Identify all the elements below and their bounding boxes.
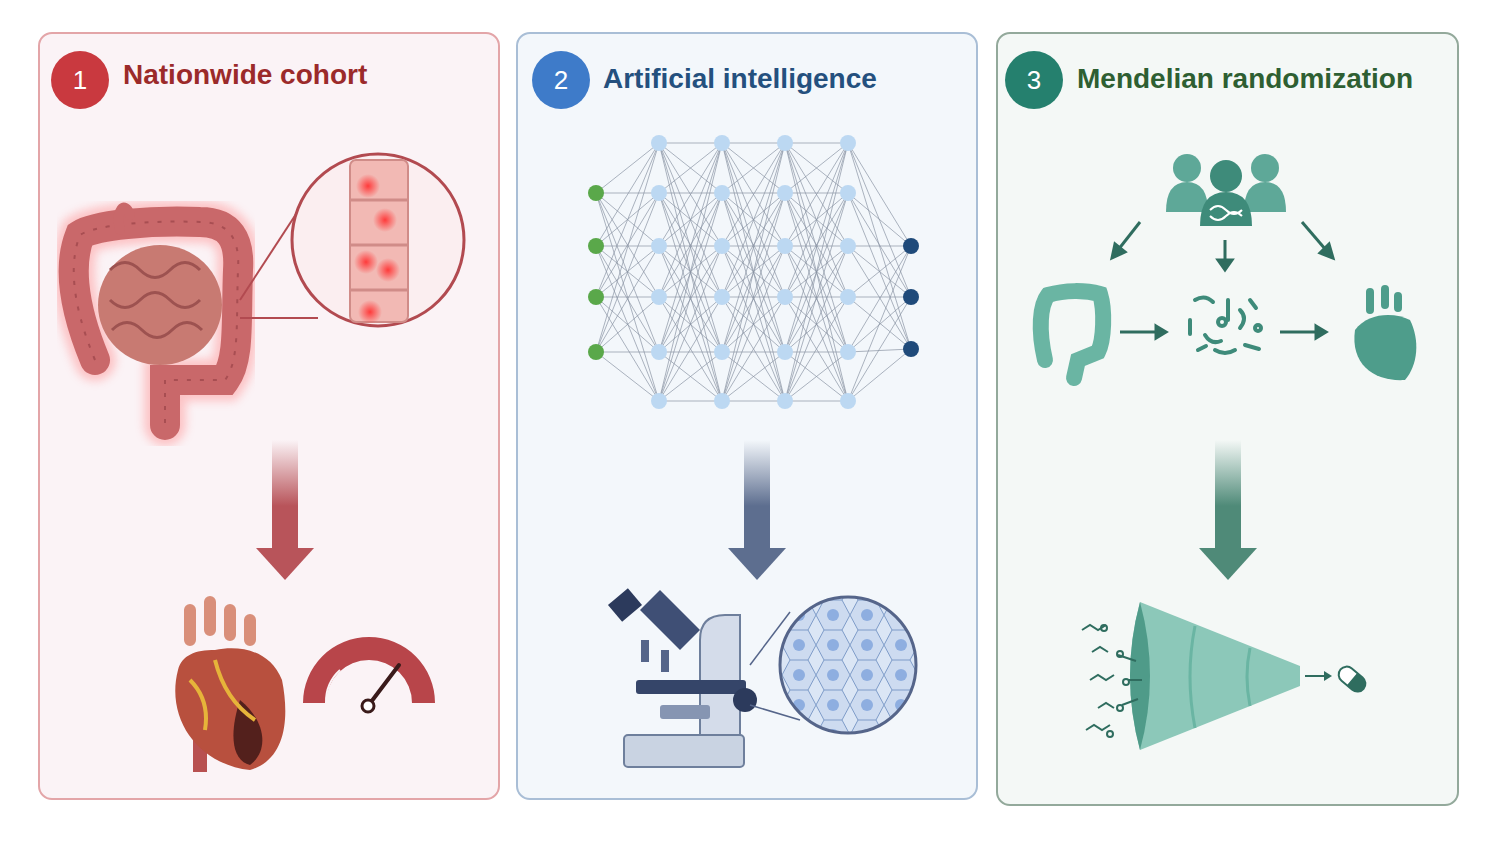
population-icon [1166,154,1286,226]
down-arrow [256,440,314,580]
step-number-badge: 1 [51,51,109,109]
down-arrow [728,440,786,580]
heart-figure [175,602,285,772]
panel-title: Mendelian randomization [1077,63,1413,95]
step-number-badge: 3 [1005,51,1063,109]
gauge-symbol [303,637,435,712]
panel-title: Artificial intelligence [603,63,877,95]
microscope-figure [608,588,916,767]
screening-funnel [1082,602,1369,750]
down-arrow [1199,440,1257,580]
intestine-figure [74,154,464,425]
callout-number: 1 [73,65,87,96]
step-number-badge: 2 [532,51,590,109]
arrow [1112,222,1333,338]
heart-icon [1354,289,1416,380]
panel-title: Nationwide cohort [123,59,367,91]
section-panel: Nationwide cohort 1 [38,32,500,800]
neural-network [588,135,919,409]
microbiome-icon [1190,297,1261,353]
section-panel: Mendelian randomization 3 [996,32,1459,806]
section-panel: Artificial intelligence 2 [516,32,978,800]
callout-number: 3 [1027,65,1041,96]
callout-number: 2 [554,65,568,96]
colon-icon [1041,291,1103,378]
